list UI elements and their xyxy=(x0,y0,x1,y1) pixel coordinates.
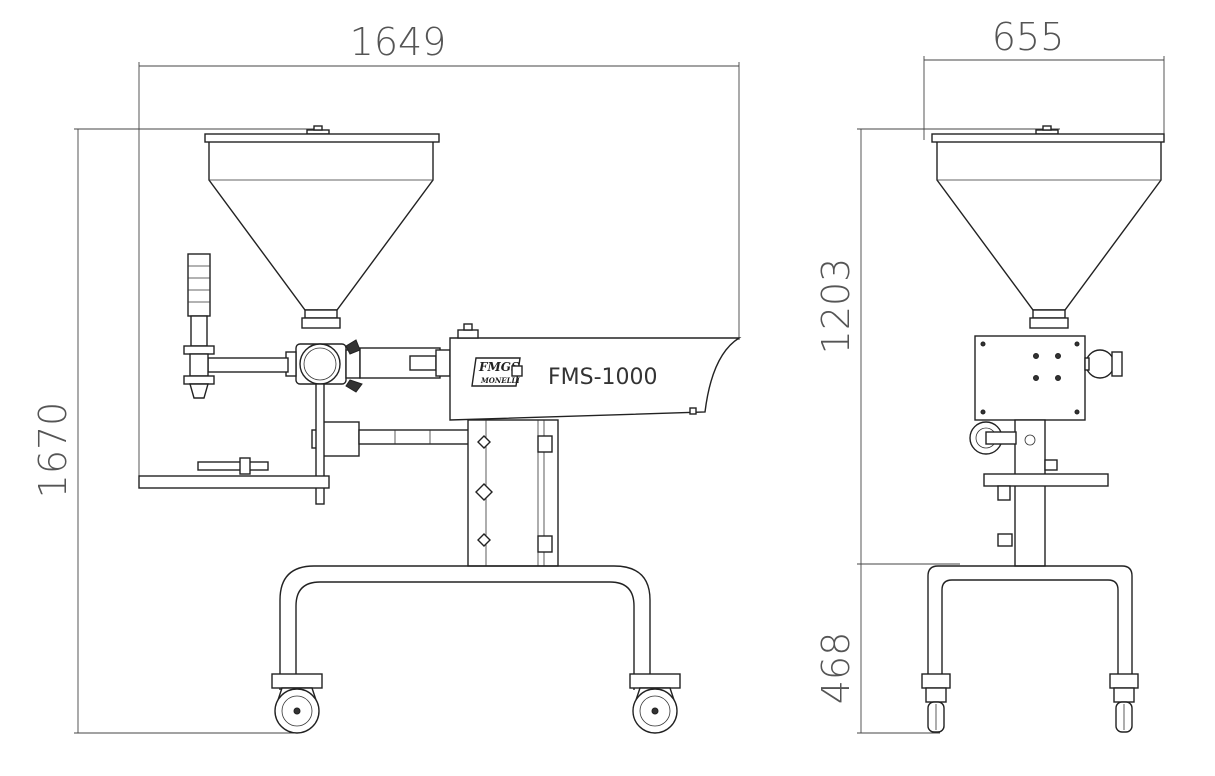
model-label: FMS-1000 xyxy=(548,365,658,390)
side-view: FMGS MONELLI FMS-1000 xyxy=(138,125,742,734)
base-frame xyxy=(279,565,651,690)
front-wheel-left xyxy=(921,673,951,733)
front-hopper-lid xyxy=(931,133,1165,143)
side-width-dimension: 1649 xyxy=(138,20,740,488)
front-side-valve xyxy=(1084,349,1123,379)
side-width-label: 1649 xyxy=(350,20,447,64)
front-width-dimension: 655 xyxy=(923,15,1165,140)
hopper-lid xyxy=(204,133,440,143)
wheel-right xyxy=(629,673,681,734)
front-body xyxy=(974,335,1086,421)
side-height-label: 1670 xyxy=(31,402,75,499)
front-width-label: 655 xyxy=(992,15,1065,59)
motor xyxy=(311,421,470,457)
front-view xyxy=(921,125,1165,733)
nozzle-pipe xyxy=(207,357,289,373)
brand-logo: FMGS MONELLI xyxy=(471,357,523,387)
hopper-lid-knob xyxy=(306,125,330,135)
side-height-dimension: 1670 xyxy=(31,128,315,734)
brand-logo-text: FMGS xyxy=(478,360,520,374)
brand-logo-subtext: MONELLI xyxy=(480,376,520,385)
dosing-cylinder xyxy=(183,253,215,399)
front-tray xyxy=(983,473,1109,501)
hopper xyxy=(208,142,434,311)
front-lower-height-label: 468 xyxy=(814,632,858,705)
main-body xyxy=(449,337,742,421)
front-height-dimension: 1203 468 xyxy=(814,128,1060,734)
wheel-left xyxy=(271,673,323,734)
front-base-frame xyxy=(927,565,1133,690)
front-column xyxy=(1014,419,1046,567)
front-wheel-right xyxy=(1109,673,1139,733)
front-upper-height-label: 1203 xyxy=(814,258,858,355)
tray xyxy=(138,457,330,489)
vertical-rod xyxy=(315,383,325,505)
column xyxy=(467,419,559,567)
front-hopper xyxy=(936,142,1162,311)
front-motor xyxy=(969,421,1017,455)
